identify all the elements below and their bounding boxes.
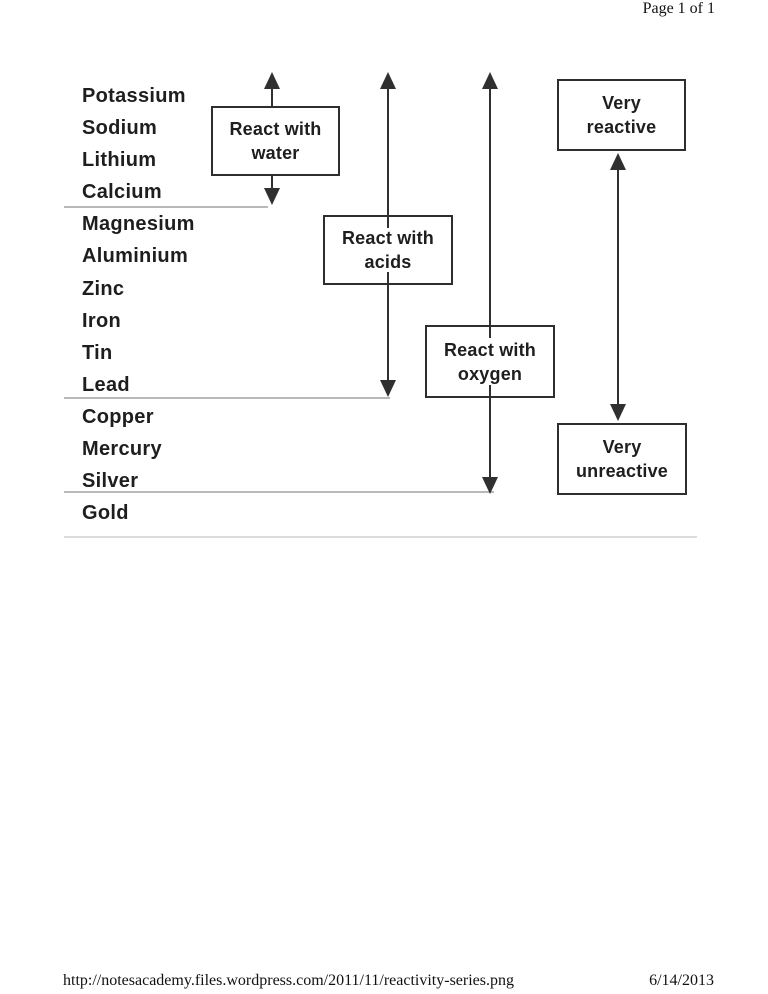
arrowhead-up-icon (610, 153, 626, 170)
metal-label-gold: Gold (82, 502, 129, 524)
arrow-shaft-through-box (387, 217, 389, 228)
box-label-line: Very (602, 437, 642, 457)
metal-label-copper: Copper (82, 406, 154, 428)
box-label-line: React with (443, 339, 537, 360)
react-with-water-box: React with water (211, 106, 340, 176)
arrowhead-down-icon (482, 477, 498, 494)
box-label-line: Very (602, 93, 641, 113)
separator-below-silver (64, 491, 494, 493)
arrow-shaft (617, 167, 619, 407)
box-label-line: unreactive (575, 461, 669, 481)
metal-label-tin: Tin (82, 342, 113, 364)
metal-label-zinc: Zinc (82, 278, 125, 300)
metal-label-lithium: Lithium (82, 149, 157, 171)
print-date: 6/14/2013 (649, 972, 714, 989)
page-indicator: Page 1 of 1 (642, 0, 715, 17)
box-label-line: water (251, 143, 300, 163)
metal-label-calcium: Calcium (82, 181, 162, 203)
arrowhead-up-icon (264, 72, 280, 89)
metal-label-aluminium: Aluminium (82, 245, 189, 267)
metal-label-magnesium: Magnesium (82, 213, 195, 235)
box-label-line: React with (229, 119, 322, 139)
box-label-line: oxygen (457, 363, 523, 384)
react-with-acids-box: React with acids (323, 215, 453, 285)
box-label-line: reactive (586, 117, 657, 137)
arrowhead-down-icon (610, 404, 626, 421)
metal-label-lead: Lead (82, 374, 130, 396)
box-label-line: React with (341, 228, 435, 248)
arrowhead-down-icon (380, 380, 396, 397)
diagram-bottom-rule (64, 536, 697, 538)
metal-label-silver: Silver (82, 470, 139, 492)
separator-below-lead (64, 397, 390, 399)
react-with-oxygen-box: React with oxygen (425, 325, 555, 398)
arrowhead-up-icon (380, 72, 396, 89)
react-with-oxygen-arrow (482, 72, 498, 494)
arrowhead-down-icon (264, 188, 280, 205)
arrow-shaft-through-box (489, 327, 491, 338)
box-label-line: acids (364, 252, 412, 272)
arrowhead-up-icon (482, 72, 498, 89)
metal-label-mercury: Mercury (82, 438, 162, 460)
metal-label-potassium: Potassium (82, 85, 186, 107)
reactivity-scale-arrow (610, 153, 626, 421)
arrow-shaft (489, 86, 491, 480)
arrow-shaft-through-box (489, 385, 491, 396)
very-unreactive-box: Very unreactive (557, 423, 687, 495)
arrow-shaft-through-box (387, 272, 389, 283)
metal-label-iron: Iron (82, 310, 121, 332)
source-url: http://notesacademy.files.wordpress.com/… (63, 972, 514, 989)
metal-label-sodium: Sodium (82, 117, 158, 139)
very-reactive-box: Very reactive (557, 79, 686, 151)
separator-below-calcium (64, 206, 268, 208)
